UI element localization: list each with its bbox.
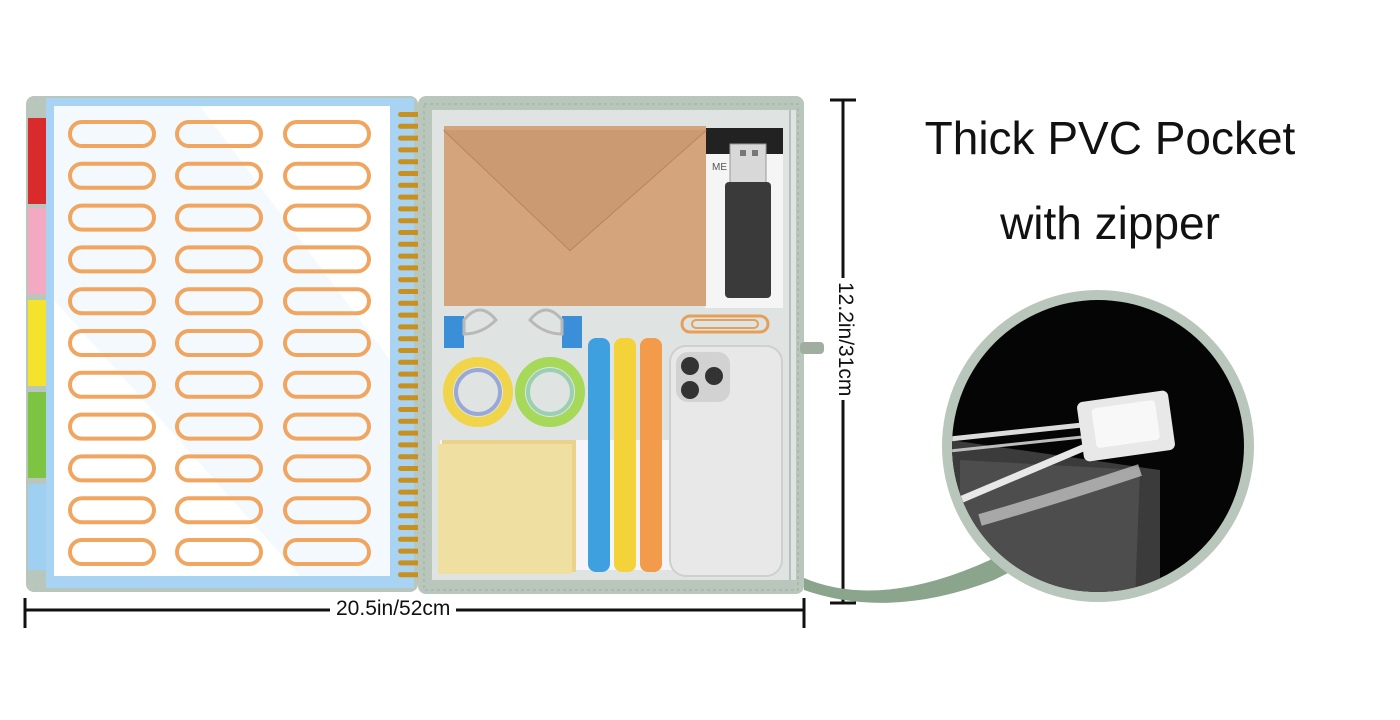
oval-sticker-grid: [68, 120, 371, 566]
oval-sticker: [283, 245, 371, 274]
oval-sticker: [175, 120, 263, 148]
oval-sticker: [175, 454, 263, 483]
oval-sticker: [68, 161, 156, 190]
oval-sticker: [68, 203, 156, 232]
highlighter-icon: [588, 338, 662, 572]
oval-sticker: [283, 454, 371, 483]
binder-clip-icon: [444, 308, 582, 348]
left-page: [26, 96, 418, 592]
oval-sticker: [68, 412, 156, 441]
washi-tape-icon: [443, 357, 585, 427]
smartphone-icon: [669, 345, 783, 577]
oval-sticker: [175, 370, 263, 399]
oval-sticker: [175, 161, 263, 190]
oval-sticker: [68, 245, 156, 274]
divider-tabs: [28, 118, 48, 570]
headline-line-1: Thick PVC Pocket: [924, 112, 1296, 164]
oval-sticker: [68, 538, 156, 566]
oval-sticker: [175, 412, 263, 441]
oval-sticker: [175, 203, 263, 232]
usb-drive-icon: [725, 143, 771, 298]
oval-sticker: [68, 120, 156, 148]
oval-sticker: [68, 329, 156, 357]
width-label: 20.5in/52cm: [330, 598, 457, 619]
oval-sticker: [68, 287, 156, 316]
oval-sticker: [283, 496, 371, 525]
oval-sticker: [283, 203, 371, 232]
oval-sticker: [283, 329, 371, 357]
oval-sticker: [283, 412, 371, 441]
oval-sticker: [283, 370, 371, 399]
paper-clip-icon: [680, 314, 770, 334]
oval-sticker: [283, 287, 371, 316]
oval-sticker: [68, 454, 156, 483]
envelope-icon: [443, 126, 707, 306]
oval-sticker: [68, 370, 156, 399]
oval-sticker: [175, 329, 263, 357]
oval-sticker: [175, 538, 263, 566]
notebook-label: ME: [712, 162, 727, 173]
right-page: [418, 96, 824, 594]
sticky-note-icon: [438, 440, 576, 574]
oval-sticker: [175, 287, 263, 316]
oval-sticker: [68, 496, 156, 525]
oval-sticker: [175, 245, 263, 274]
oval-sticker: [283, 538, 371, 566]
headline-line-2: with zipper: [1000, 197, 1220, 249]
zipper-closeup-icon: [942, 290, 1254, 602]
oval-sticker: [283, 120, 371, 148]
oval-sticker: [175, 496, 263, 525]
curved-arrow-icon: [804, 548, 1010, 603]
oval-sticker: [283, 161, 371, 190]
height-label: 12.2in/31cm: [834, 278, 857, 401]
